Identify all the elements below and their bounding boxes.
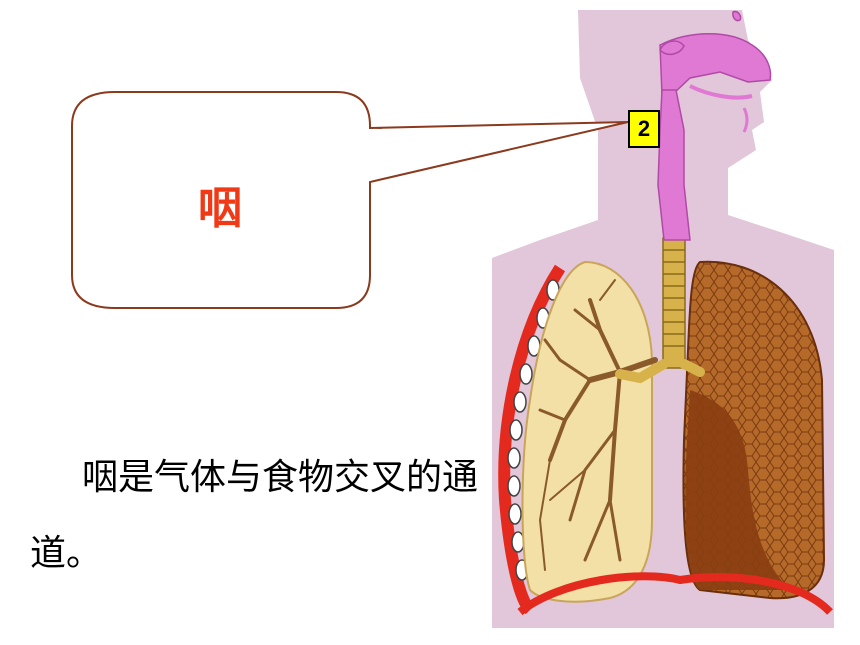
oral-cavity	[689, 84, 753, 100]
callout-bubble	[71, 91, 629, 309]
pharynx-marker: 2	[628, 110, 660, 148]
bronchial-tree	[538, 279, 658, 571]
description-text: 咽是气体与食物交叉的通道。	[30, 457, 479, 574]
trachea	[615, 237, 705, 384]
diaphragm	[517, 572, 833, 616]
lip-line	[742, 107, 749, 133]
upper-airway	[657, 10, 772, 241]
rib-cage	[498, 264, 566, 615]
marker-label: 2	[637, 116, 651, 141]
callout-term: 咽	[198, 183, 242, 234]
heart-notch	[685, 390, 790, 590]
